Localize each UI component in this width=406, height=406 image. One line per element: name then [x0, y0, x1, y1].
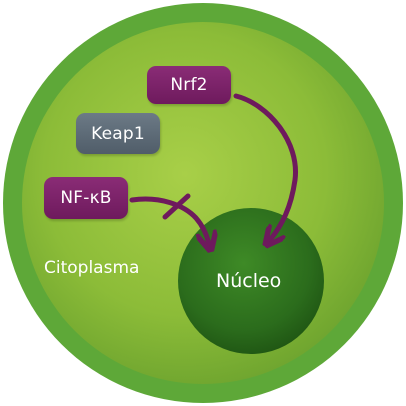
cytoplasm-label: Citoplasma [44, 258, 140, 278]
nfkb-node: NF-κB [44, 177, 128, 219]
nucleus-label: Núcleo [216, 270, 282, 292]
keap1-label: Keap1 [91, 123, 145, 144]
nfkb-blocked-arrow [129, 196, 209, 244]
inhibition-mark-icon [162, 193, 191, 220]
keap1-node: Keap1 [76, 113, 160, 154]
nfkb-label: NF-κB [60, 188, 112, 208]
nrf2-node: Nrf2 [147, 66, 231, 104]
nrf2-translocation-arrow [233, 93, 298, 240]
nrf2-label: Nrf2 [170, 75, 208, 95]
